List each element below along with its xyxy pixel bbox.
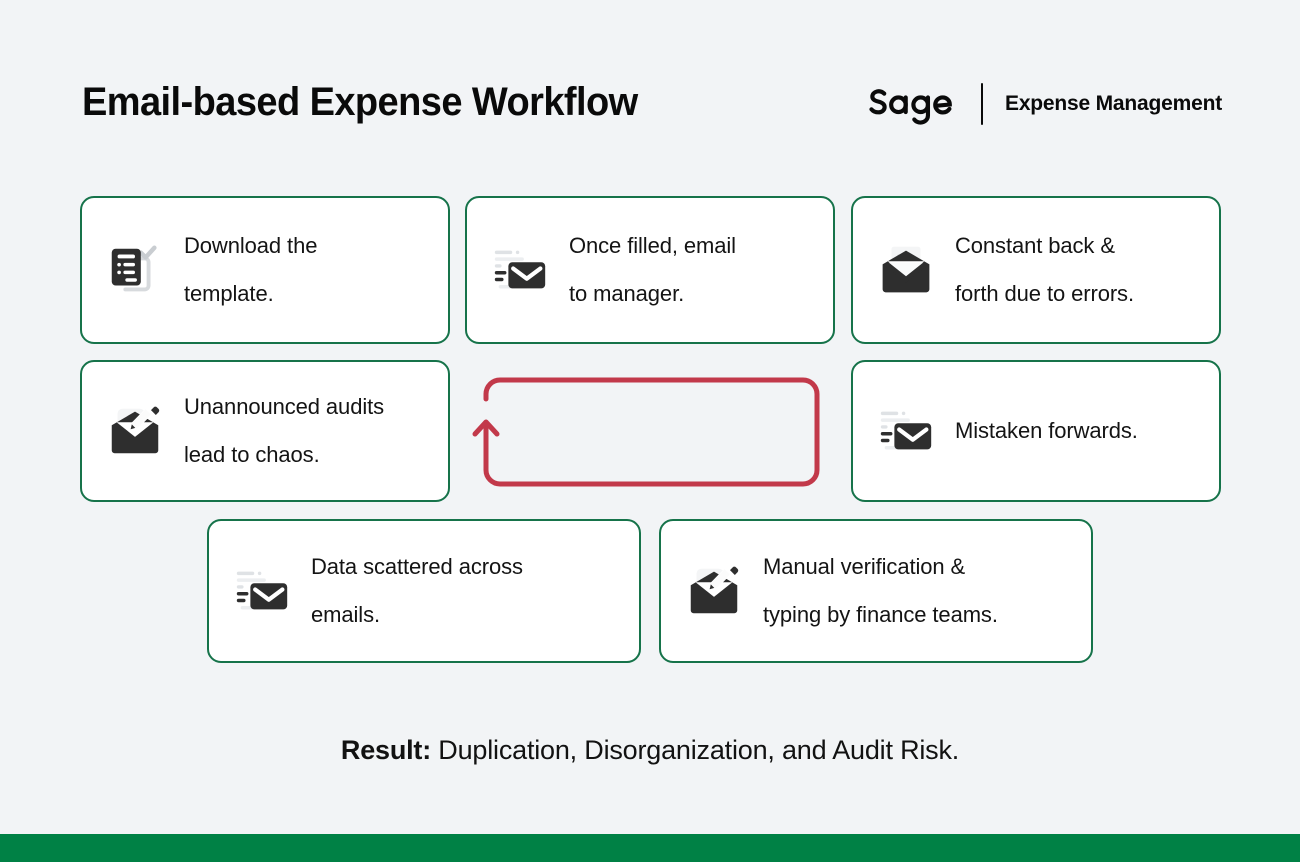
step-card-data-scattered[interactable]: Data scattered across emails.	[207, 519, 641, 663]
envelope-pencil-icon	[690, 565, 739, 614]
result-body: Duplication, Disorganization, and Audit …	[431, 735, 960, 765]
page-title: Email-based Expense Workflow	[82, 80, 638, 124]
envelope-over-lines-icon	[880, 411, 932, 450]
bottom-accent-bar	[0, 834, 1300, 862]
header: Email-based Expense Workflow Expense Ma	[0, 74, 1300, 144]
card-label: Manual verification & typing by finance …	[763, 554, 998, 627]
card-label: Download the template.	[184, 233, 318, 306]
envelope-over-lines-icon	[494, 250, 546, 289]
result-summary: Result: Duplication, Disorganization, an…	[0, 730, 1300, 770]
sage-logo-icon	[869, 89, 952, 125]
open-envelope-letter-icon	[882, 246, 930, 293]
step-card-manual-verification[interactable]: Manual verification & typing by finance …	[659, 519, 1093, 663]
card-label: Data scattered across emails.	[311, 554, 523, 627]
card-label: Mistaken forwards.	[955, 418, 1138, 443]
card-label: Once filled, email to manager.	[569, 233, 736, 306]
brand-label: Expense Management	[1005, 92, 1222, 115]
step-card-email-to-manager[interactable]: Once filled, email to manager.	[465, 196, 835, 344]
step-card-download-template[interactable]: Download the template.	[80, 196, 450, 344]
document-checklist-icon	[111, 245, 157, 292]
result-label: Result:	[340, 735, 431, 765]
card-label: Unannounced audits lead to chaos.	[184, 394, 385, 467]
envelope-over-lines-icon	[236, 571, 288, 610]
card-label: Constant back & forth due to errors.	[955, 233, 1134, 306]
step-card-unannounced-audits[interactable]: Unannounced audits lead to chaos.	[80, 360, 450, 502]
step-card-back-and-forth-errors[interactable]: Constant back & forth due to errors.	[851, 196, 1221, 344]
step-card-mistaken-forwards[interactable]: Mistaken forwards.	[851, 360, 1221, 502]
envelope-pencil-icon	[111, 405, 160, 454]
brand-divider	[981, 83, 984, 125]
brand-lockup: Expense Management	[867, 80, 1222, 128]
feedback-loop-arrow	[472, 377, 820, 487]
